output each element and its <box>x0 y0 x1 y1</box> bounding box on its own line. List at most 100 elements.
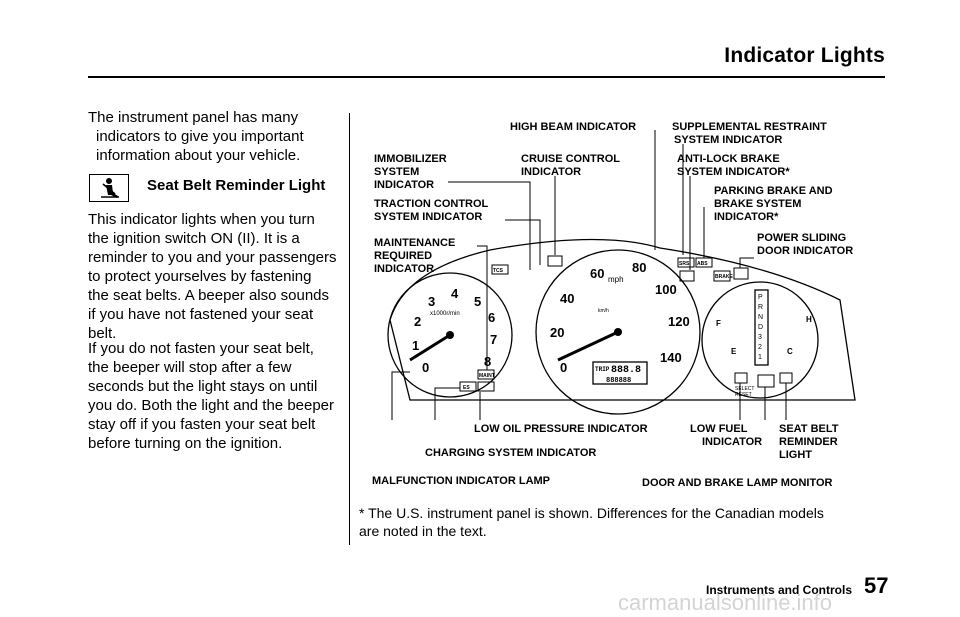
mph-tick: 20 <box>550 325 564 340</box>
gear-3: 3 <box>758 334 762 341</box>
tach-tick: 5 <box>474 294 481 309</box>
leader-charging <box>434 387 460 420</box>
label-line: SUPPLEMENTAL RESTRAINT <box>672 121 827 133</box>
text-line: stay off if you fasten your seat belt <box>88 416 316 433</box>
speedometer-needle <box>557 330 619 362</box>
label-line: INDICATOR <box>374 179 435 191</box>
label-cruise: CRUISE CONTROL INDICATOR <box>521 153 620 179</box>
page-number: 57 <box>864 573 889 598</box>
label-parking-brake: PARKING BRAKE AND BRAKE SYSTEM INDICATOR… <box>714 185 833 224</box>
gear-n: N <box>758 314 763 321</box>
mph-tick: 0 <box>560 360 567 375</box>
text-line: you do. Both the light and the beeper <box>88 397 335 414</box>
leader-low-fuel <box>739 383 741 420</box>
tach-tick: 8 <box>484 354 491 369</box>
label-line: SYSTEM INDICATOR <box>674 134 783 146</box>
label-line: REMINDER <box>779 436 838 448</box>
gear-indicator-column <box>754 289 769 366</box>
text-line: to protect yourselves by fastening <box>88 268 312 285</box>
label-line: TRACTION CONTROL <box>374 198 489 210</box>
fuel-temp-dial <box>701 281 819 399</box>
mph-tick: 40 <box>560 291 574 306</box>
select-reset-label: SELECT <box>735 386 754 392</box>
leader-immobilizer <box>448 181 531 270</box>
gear-1: 1 <box>758 354 762 361</box>
fuel-full-mark: F <box>716 319 721 328</box>
page-title: Indicator Lights <box>724 44 885 67</box>
tachometer-dial <box>387 272 513 398</box>
label-malfunction: MALFUNCTION INDICATOR LAMP <box>372 475 551 487</box>
tach-tick: 7 <box>490 332 497 347</box>
tach-tick: 3 <box>428 294 435 309</box>
label-line: REQUIRED <box>374 250 433 262</box>
text-line: the seat belts. A beeper also sounds <box>88 287 330 304</box>
door-brake-monitor-icon <box>757 374 775 388</box>
leader-traction <box>505 219 541 265</box>
label-line: SYSTEM <box>374 166 420 178</box>
intro-text: The instrument panel has many indicators… <box>88 108 338 165</box>
tach-tick: 4 <box>451 286 459 301</box>
watermark: carmanualsonline.info <box>618 590 833 615</box>
seat-belt-paragraph-1: This indicator lights when you turn the … <box>88 210 348 343</box>
text-line: before turning on the ignition. <box>88 435 283 452</box>
label-line: SEAT BELT <box>779 423 839 435</box>
tach-tick: 2 <box>414 314 421 329</box>
tachometer-needle <box>409 333 451 362</box>
footnote: * The U.S. instrument panel is shown. Di… <box>359 504 824 540</box>
text-line: If you do not fasten your seat belt, <box>88 340 314 357</box>
text-line: the beeper will stop after a few <box>88 359 292 376</box>
srs-indicator-icon <box>677 257 695 268</box>
label-line: MAINTENANCE <box>374 237 456 249</box>
text-line: reminder to you and your passengers <box>88 249 337 266</box>
label-line: INDICATOR <box>521 166 582 178</box>
intro-line: information about your vehicle. <box>96 147 301 164</box>
label-line: CRUISE CONTROL <box>521 153 620 165</box>
label-traction: TRACTION CONTROL SYSTEM INDICATOR <box>374 198 488 224</box>
leader-malfunction <box>391 371 410 420</box>
power-door-indicator-icon <box>733 267 749 280</box>
fuel-empty-mark: E <box>731 347 737 356</box>
seat-belt-paragraph-2: If you do not fasten your seat belt, the… <box>88 339 348 453</box>
cruise-indicator-icon <box>547 255 563 267</box>
brake-indicator-icon <box>713 270 731 282</box>
label-door-brake: DOOR AND BRAKE LAMP MONITOR <box>642 477 833 489</box>
label-line: INDICATOR <box>374 263 435 275</box>
tach-unit: x1000r/min <box>430 311 460 317</box>
label-line: SYSTEM INDICATOR <box>374 211 483 223</box>
speedometer-dial <box>535 249 701 415</box>
label-line: INDICATOR <box>702 436 763 448</box>
text-line: This indicator lights when you turn <box>88 211 315 228</box>
tcs-text: TCS <box>493 268 504 274</box>
leader-maintenance <box>477 245 488 370</box>
odometer-value: 888888 <box>606 377 631 385</box>
gear-d: D <box>758 324 763 331</box>
label-line: BRAKE SYSTEM <box>714 198 802 210</box>
footnote-line: * The U.S. instrument panel is shown. Di… <box>359 505 824 521</box>
intro-line: The instrument panel has many <box>88 109 299 126</box>
tach-tick: 0 <box>422 360 429 375</box>
label-line: LOW FUEL <box>690 423 748 435</box>
gear-r: R <box>758 304 763 311</box>
trip-value: 888.8 <box>611 365 641 376</box>
label-srs: SUPPLEMENTAL RESTRAINT SYSTEM INDICATOR <box>672 121 827 147</box>
maint-text: MAINT <box>479 373 495 379</box>
mph-tick: 100 <box>655 282 677 297</box>
trip-label: TRIP <box>595 366 610 373</box>
kmh-unit: km/h <box>598 308 609 314</box>
tach-hub <box>446 331 454 339</box>
select-reset-label: RESET <box>735 392 752 398</box>
label-maintenance: MAINTENANCE REQUIRED INDICATOR <box>374 237 455 276</box>
es-text: ES <box>463 385 470 391</box>
label-line: POWER SLIDING <box>757 232 847 244</box>
label-low-fuel: LOW FUEL INDICATOR <box>690 423 762 449</box>
mph-unit: mph <box>608 275 624 284</box>
label-immobilizer: IMMOBILIZER SYSTEM INDICATOR <box>374 153 447 192</box>
label-line: IMMOBILIZER <box>374 153 447 165</box>
footnote-line: are noted in the text. <box>359 523 487 539</box>
seat-belt-icon <box>89 174 129 202</box>
text-line: if you have not fastened your seat <box>88 306 314 323</box>
footer-section-title: Instruments and Controls <box>706 583 853 597</box>
abs-text: ABS <box>697 261 708 267</box>
gear-2: 2 <box>758 344 762 351</box>
temp-cold-mark: C <box>787 347 793 356</box>
